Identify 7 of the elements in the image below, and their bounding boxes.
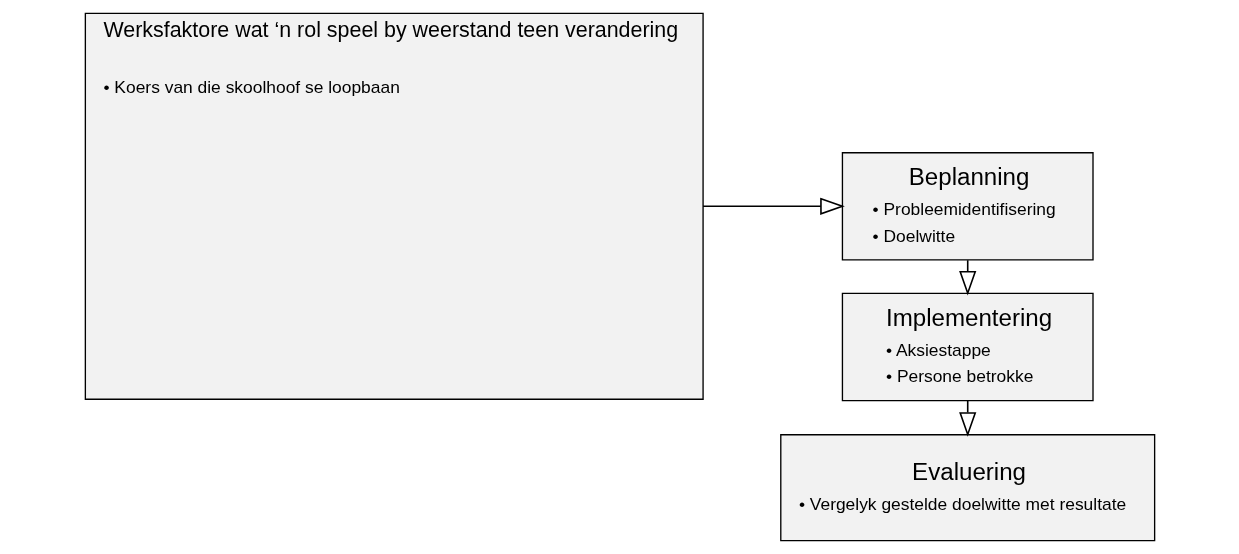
arrow [958,259,976,296]
node-box: Implementering • Aksiestappe • Persone betrokke [841,292,1094,402]
arrow [701,197,845,215]
node-box: Beplanning • Probleemidentifisering • Doelwitte [841,152,1094,261]
arrow [958,400,976,437]
node-box: Evaluering • Vergelyk gestelde doelwitte met resultate [779,434,1155,542]
node-box: Werksfaktore wat ‘n rol speel by weerstand teen verandering • Koers van die skoolhoof se loopbaan [84,12,704,400]
